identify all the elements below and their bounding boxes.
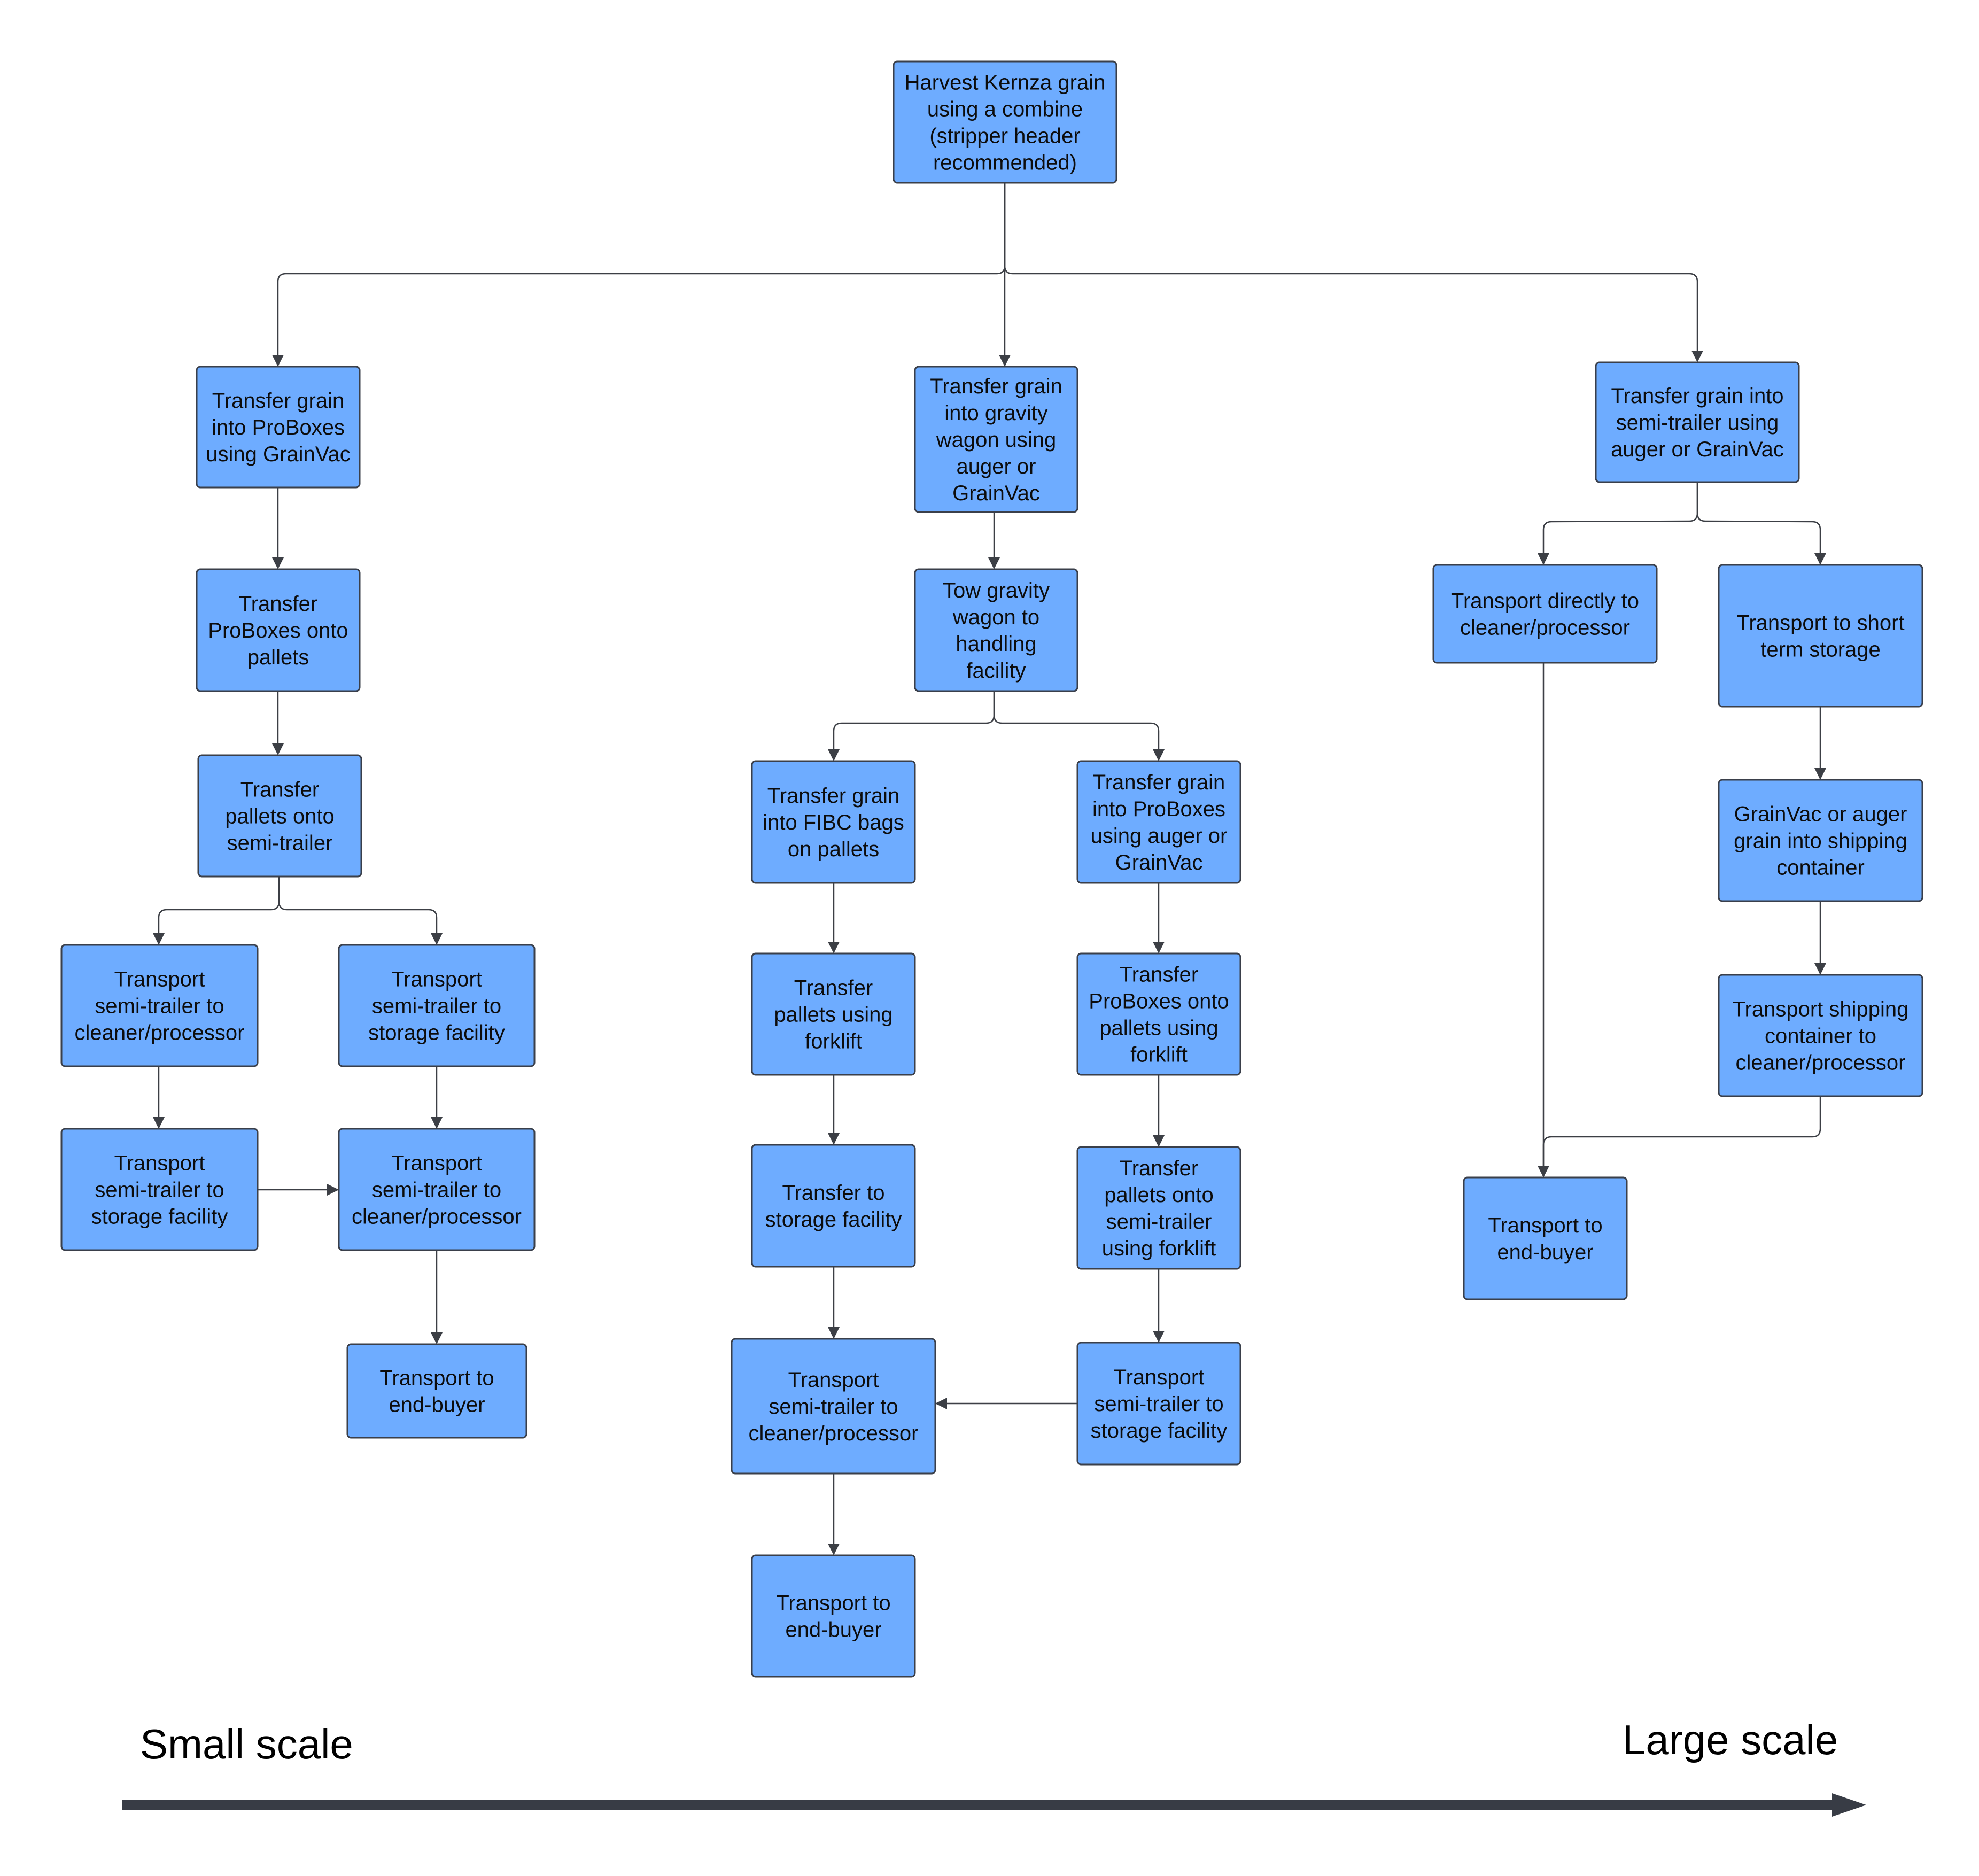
connector-a3-a4: [153, 877, 280, 945]
connector-a3-a5: [278, 877, 443, 945]
flow-node-box: [914, 366, 1078, 513]
flow-node-box: [751, 760, 916, 884]
flow-node-box: [1432, 564, 1658, 664]
flow-node-box: [1076, 952, 1241, 1076]
flow-node-box: [751, 952, 916, 1076]
scale-bar: Small scale Large scale: [122, 1716, 1866, 1817]
large-scale-label: Large scale: [1623, 1716, 1838, 1763]
scale-arrow-head: [1832, 1793, 1866, 1817]
flow-node-box: [1718, 564, 1923, 708]
flow-node-box: [1076, 1342, 1241, 1466]
flow-node-box: [60, 1128, 259, 1251]
flow-node-box: [751, 1554, 916, 1678]
flow-node-box: [1718, 974, 1923, 1097]
connector-b2-b3: [828, 691, 995, 761]
connector-c5-c6: [1538, 1096, 1821, 1177]
flow-node-box: [1076, 1146, 1241, 1270]
connector-c1-c3: [1696, 482, 1826, 565]
flow-node-box: [893, 60, 1117, 184]
flow-node-box: [914, 568, 1078, 692]
flow-node-box: [1718, 779, 1923, 902]
flow-node-box: [1595, 361, 1800, 483]
connector-b2-b8: [993, 691, 1165, 761]
flow-node-box: [1076, 760, 1241, 884]
connector-harvest-c1: [1004, 183, 1703, 362]
flow-node-box: [196, 568, 361, 692]
flow-node-box: [60, 944, 259, 1067]
connector-c1-c2: [1538, 482, 1698, 565]
flow-node-box: [1463, 1176, 1628, 1300]
flow-node-box: [196, 366, 361, 489]
flow-node-box: [346, 1343, 527, 1439]
connectors: [153, 183, 1826, 1555]
connector-harvest-a1: [272, 183, 1006, 367]
small-scale-label: Small scale: [140, 1720, 353, 1768]
flow-node-box: [338, 944, 536, 1067]
flow-node-box: [338, 1128, 536, 1251]
flow-node-box: [731, 1338, 936, 1475]
flow-node-box: [197, 754, 362, 878]
flow-node-box: [751, 1144, 916, 1268]
